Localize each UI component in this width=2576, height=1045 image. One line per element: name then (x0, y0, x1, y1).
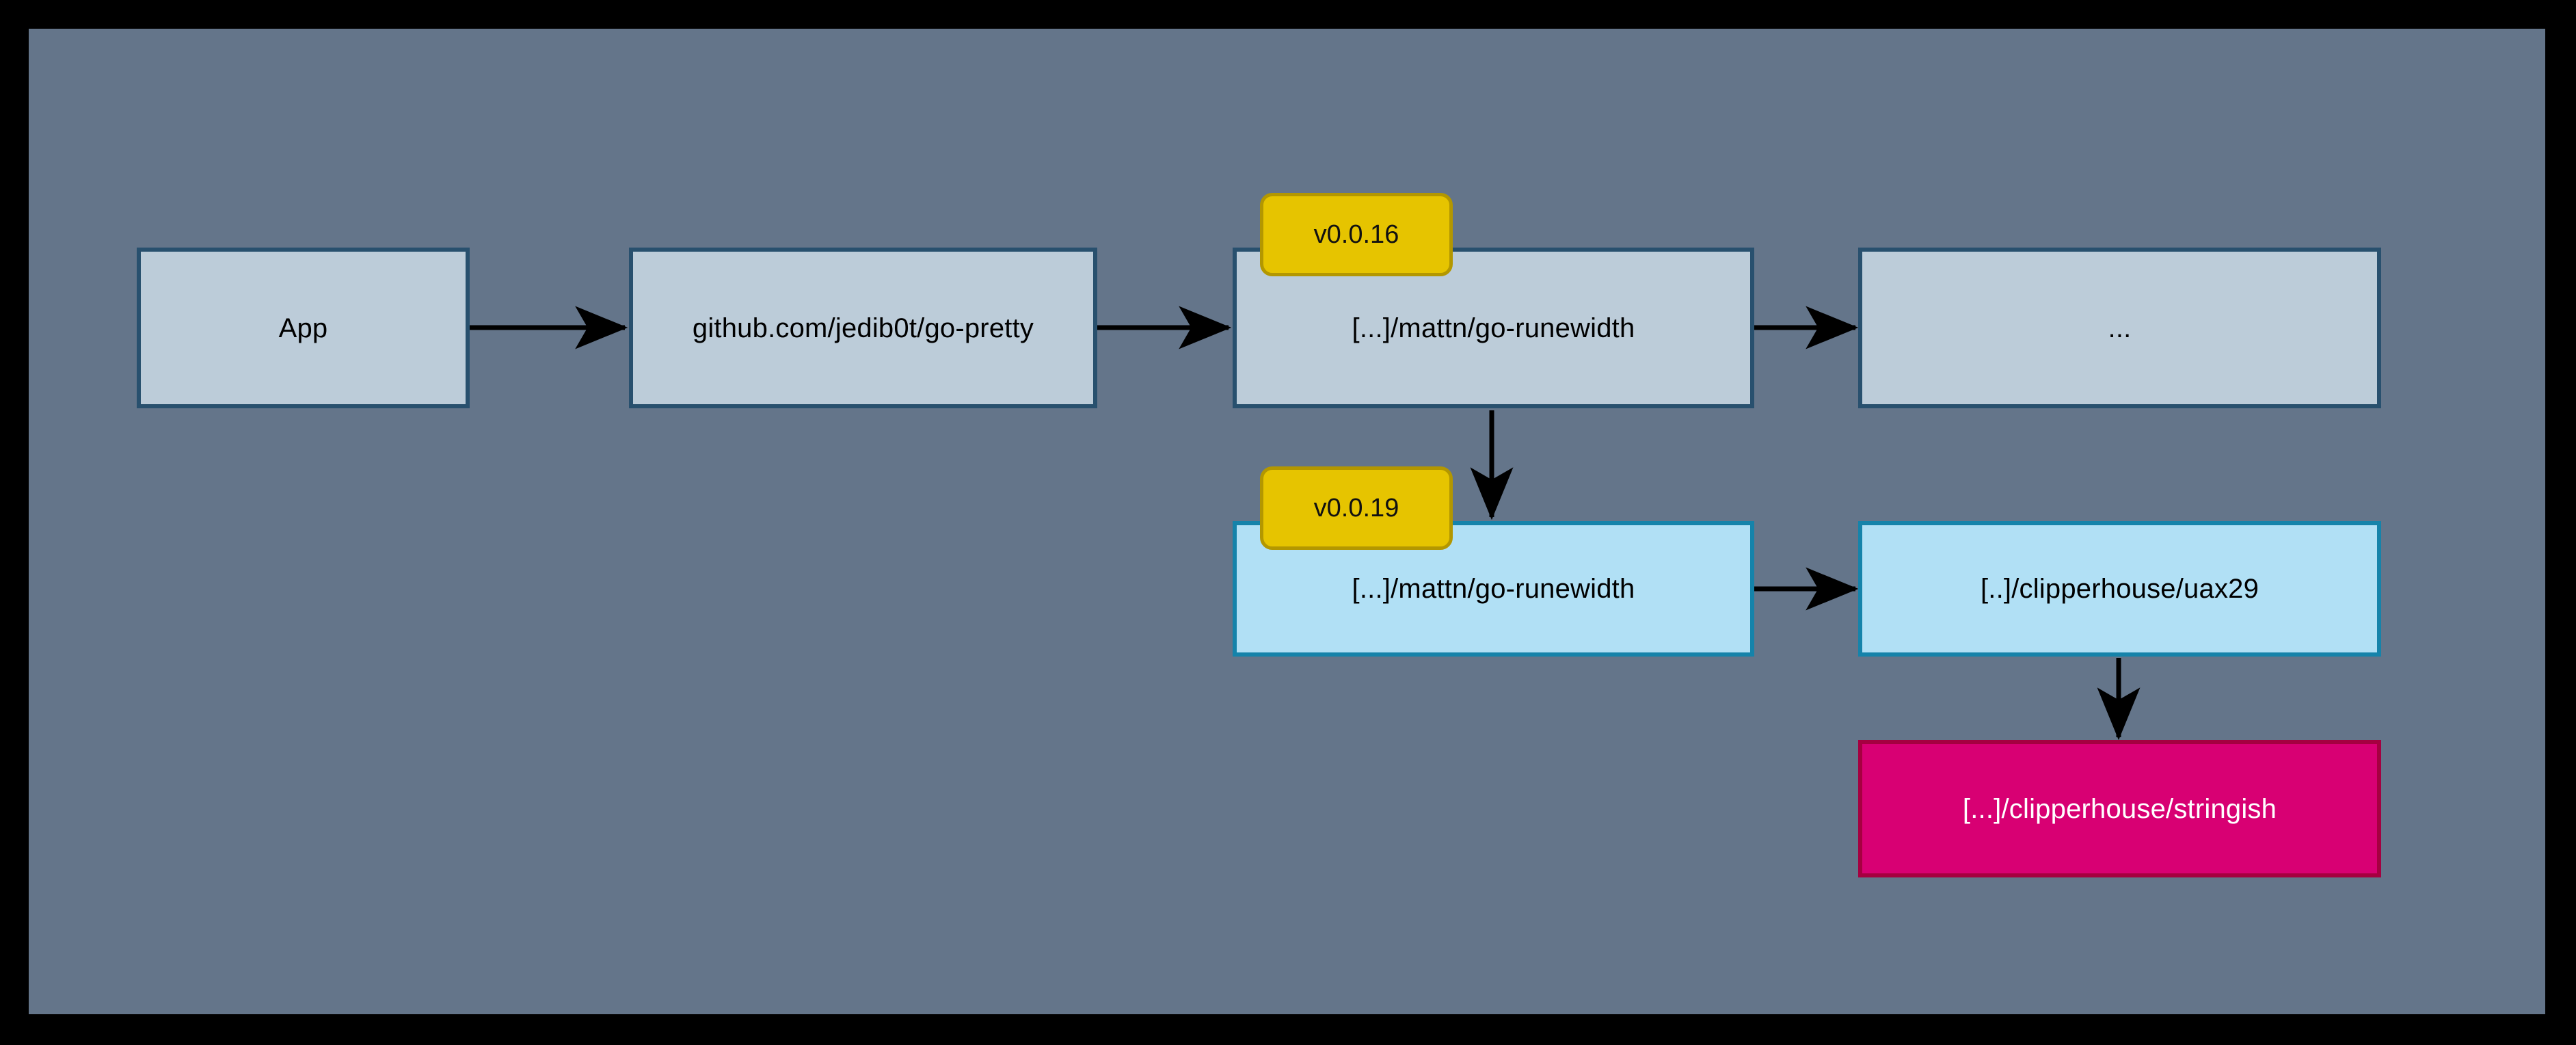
version-badge-v0016[interactable]: v0.0.16 (1260, 193, 1453, 276)
diagram-canvas: App github.com/jedib0t/go-pretty [...]/m… (29, 29, 2545, 1014)
node-stringish[interactable]: [...]/clipperhouse/stringish (1858, 740, 2381, 877)
node-uax29[interactable]: [..]/clipperhouse/uax29 (1858, 521, 2381, 657)
node-app[interactable]: App (137, 248, 470, 408)
node-app-label: App (278, 313, 328, 343)
version-badge-v0019[interactable]: v0.0.19 (1260, 466, 1453, 550)
version-badge-v0016-label: v0.0.16 (1313, 220, 1399, 249)
node-uax29-label: [..]/clipperhouse/uax29 (1980, 574, 2259, 604)
node-runewidth-v0016-label: [...]/mattn/go-runewidth (1352, 313, 1635, 343)
node-go-pretty[interactable]: github.com/jedib0t/go-pretty (629, 248, 1097, 408)
node-stringish-label: [...]/clipperhouse/stringish (1962, 793, 2277, 824)
node-runewidth-v0019-label: [...]/mattn/go-runewidth (1352, 574, 1635, 604)
node-ellipsis[interactable]: ... (1858, 248, 2381, 408)
version-badge-v0019-label: v0.0.19 (1313, 493, 1399, 522)
node-ellipsis-label: ... (2108, 313, 2132, 343)
node-go-pretty-label: github.com/jedib0t/go-pretty (692, 313, 1034, 343)
